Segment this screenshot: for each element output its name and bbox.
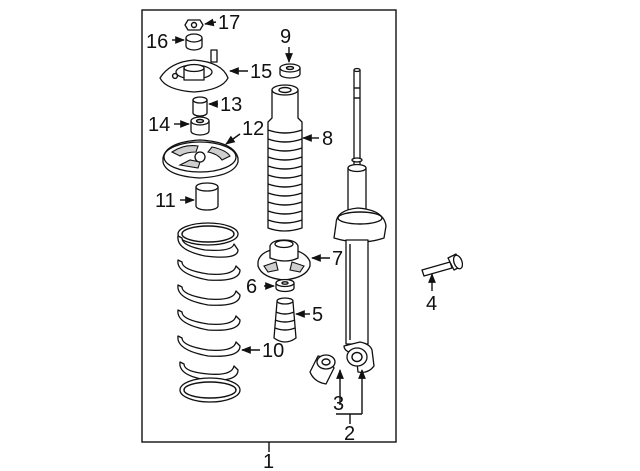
washer-part-9[interactable] — [279, 63, 301, 79]
callout-17: 17 — [218, 12, 240, 34]
rubber-bushing-part-11[interactable] — [195, 182, 219, 211]
callout-16: 16 — [146, 31, 168, 53]
callout-11: 11 — [155, 190, 176, 212]
callout-13: 13 — [220, 94, 242, 116]
callout-2: 2 — [344, 423, 355, 445]
coil-spring-part-10[interactable] — [177, 222, 241, 403]
lower-bushing-part-3[interactable] — [309, 354, 336, 385]
upper-mount-part-15[interactable] — [159, 49, 229, 93]
callout-8: 8 — [322, 128, 333, 150]
stop-washer-part-6[interactable] — [275, 278, 295, 293]
callout-12: 12 — [242, 118, 264, 140]
callout-3: 3 — [333, 393, 344, 415]
bolt-part-4[interactable] — [421, 253, 464, 277]
callout-1: 1 — [263, 451, 274, 471]
washer-cap-part-16[interactable] — [185, 33, 203, 51]
shock-absorber-part-2[interactable] — [333, 67, 387, 374]
upper-spring-seat-part-12[interactable] — [162, 139, 239, 179]
callout-9: 9 — [280, 26, 291, 48]
mount-bushing-part-14[interactable] — [190, 116, 210, 136]
callout-14: 14 — [148, 114, 170, 136]
lower-spring-seat-part-7[interactable] — [257, 239, 311, 281]
collar-part-13[interactable] — [192, 96, 208, 117]
callout-15: 15 — [250, 61, 272, 83]
callout-10: 10 — [262, 340, 284, 362]
callout-labels: 17 16 15 13 14 12 11 10 9 8 7 6 5 4 3 2 … — [146, 12, 437, 471]
bump-stop-part-5[interactable] — [273, 297, 297, 343]
callout-5: 5 — [312, 304, 323, 326]
callout-7: 7 — [332, 248, 343, 270]
leader-lines — [172, 18, 436, 452]
nut-part-17[interactable] — [184, 19, 204, 31]
callout-4: 4 — [426, 293, 437, 315]
dust-boot-part-8[interactable] — [267, 84, 303, 232]
callout-6: 6 — [246, 276, 257, 298]
